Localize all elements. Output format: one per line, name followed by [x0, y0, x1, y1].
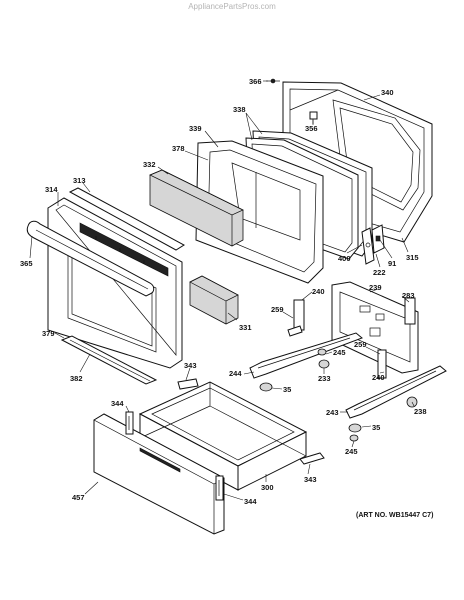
label-379: 379: [42, 329, 55, 338]
label-300: 300: [261, 483, 274, 492]
label-259-left: 259: [271, 305, 284, 314]
label-365: 365: [20, 259, 33, 268]
vent-trim: [68, 187, 185, 251]
label-233: 233: [318, 374, 331, 383]
label-378: 378: [172, 144, 185, 153]
drawer-bracket-left: [177, 378, 199, 390]
label-238: 238: [414, 407, 427, 416]
screw: [266, 78, 280, 84]
drawer-rollers: [259, 348, 418, 442]
label-245-top: 245: [333, 348, 346, 357]
label-245-bottom: 245: [345, 447, 358, 456]
drawer-side-bracket-left: [125, 411, 134, 435]
label-283: 283: [402, 291, 415, 300]
label-222: 222: [373, 268, 386, 277]
lower-vent-trim: [60, 335, 158, 385]
label-239: 239: [369, 283, 382, 292]
door-inner-panel: [195, 140, 324, 284]
label-339: 339: [189, 124, 202, 133]
drawer-side-bracket-right: [215, 475, 224, 501]
label-340: 340: [381, 88, 394, 97]
drawer-body: [138, 381, 308, 491]
label-332: 332: [143, 160, 156, 169]
art-number: (ART NO. WB15447 C7): [356, 512, 434, 519]
insulation-block: [189, 275, 239, 325]
label-344-bottom: 344: [244, 497, 257, 506]
label-243: 243: [326, 408, 339, 417]
callout-labels: 366 340 338 356 339 378 332 313 314 365 …: [20, 77, 427, 506]
door-handle: [26, 220, 155, 297]
label-382: 382: [70, 374, 83, 383]
label-343-right: 343: [304, 475, 317, 484]
leader-lines: [29, 80, 415, 501]
drawer-bracket-right: [299, 452, 325, 465]
label-314: 314: [45, 185, 58, 194]
label-457: 457: [72, 493, 85, 502]
label-313: 313: [73, 176, 86, 185]
label-356: 356: [305, 124, 318, 133]
label-331: 331: [239, 323, 252, 332]
drawer-front-panel: [93, 413, 225, 535]
watermark-text: AppliancePartsPros.com: [188, 2, 276, 11]
label-35-bottom: 35: [372, 423, 380, 432]
label-240-top: 240: [312, 287, 325, 296]
label-259-right: 259: [354, 340, 367, 349]
left-drawer-rail: [249, 299, 363, 379]
label-35-top: 35: [283, 385, 291, 394]
label-244: 244: [229, 369, 242, 378]
label-240-bottom: 240: [372, 373, 385, 382]
label-91: 91: [388, 259, 396, 268]
label-343-left: 343: [184, 361, 197, 370]
door-hinge: [361, 224, 385, 265]
right-drawer-rail: [345, 297, 447, 419]
label-400: 400: [338, 254, 351, 263]
label-338: 338: [233, 105, 246, 114]
label-344-top: 344: [111, 399, 124, 408]
label-366: 366: [249, 77, 262, 86]
door-insulation: [149, 169, 244, 247]
door-outer-panel: [47, 197, 183, 369]
label-315: 315: [406, 253, 419, 262]
